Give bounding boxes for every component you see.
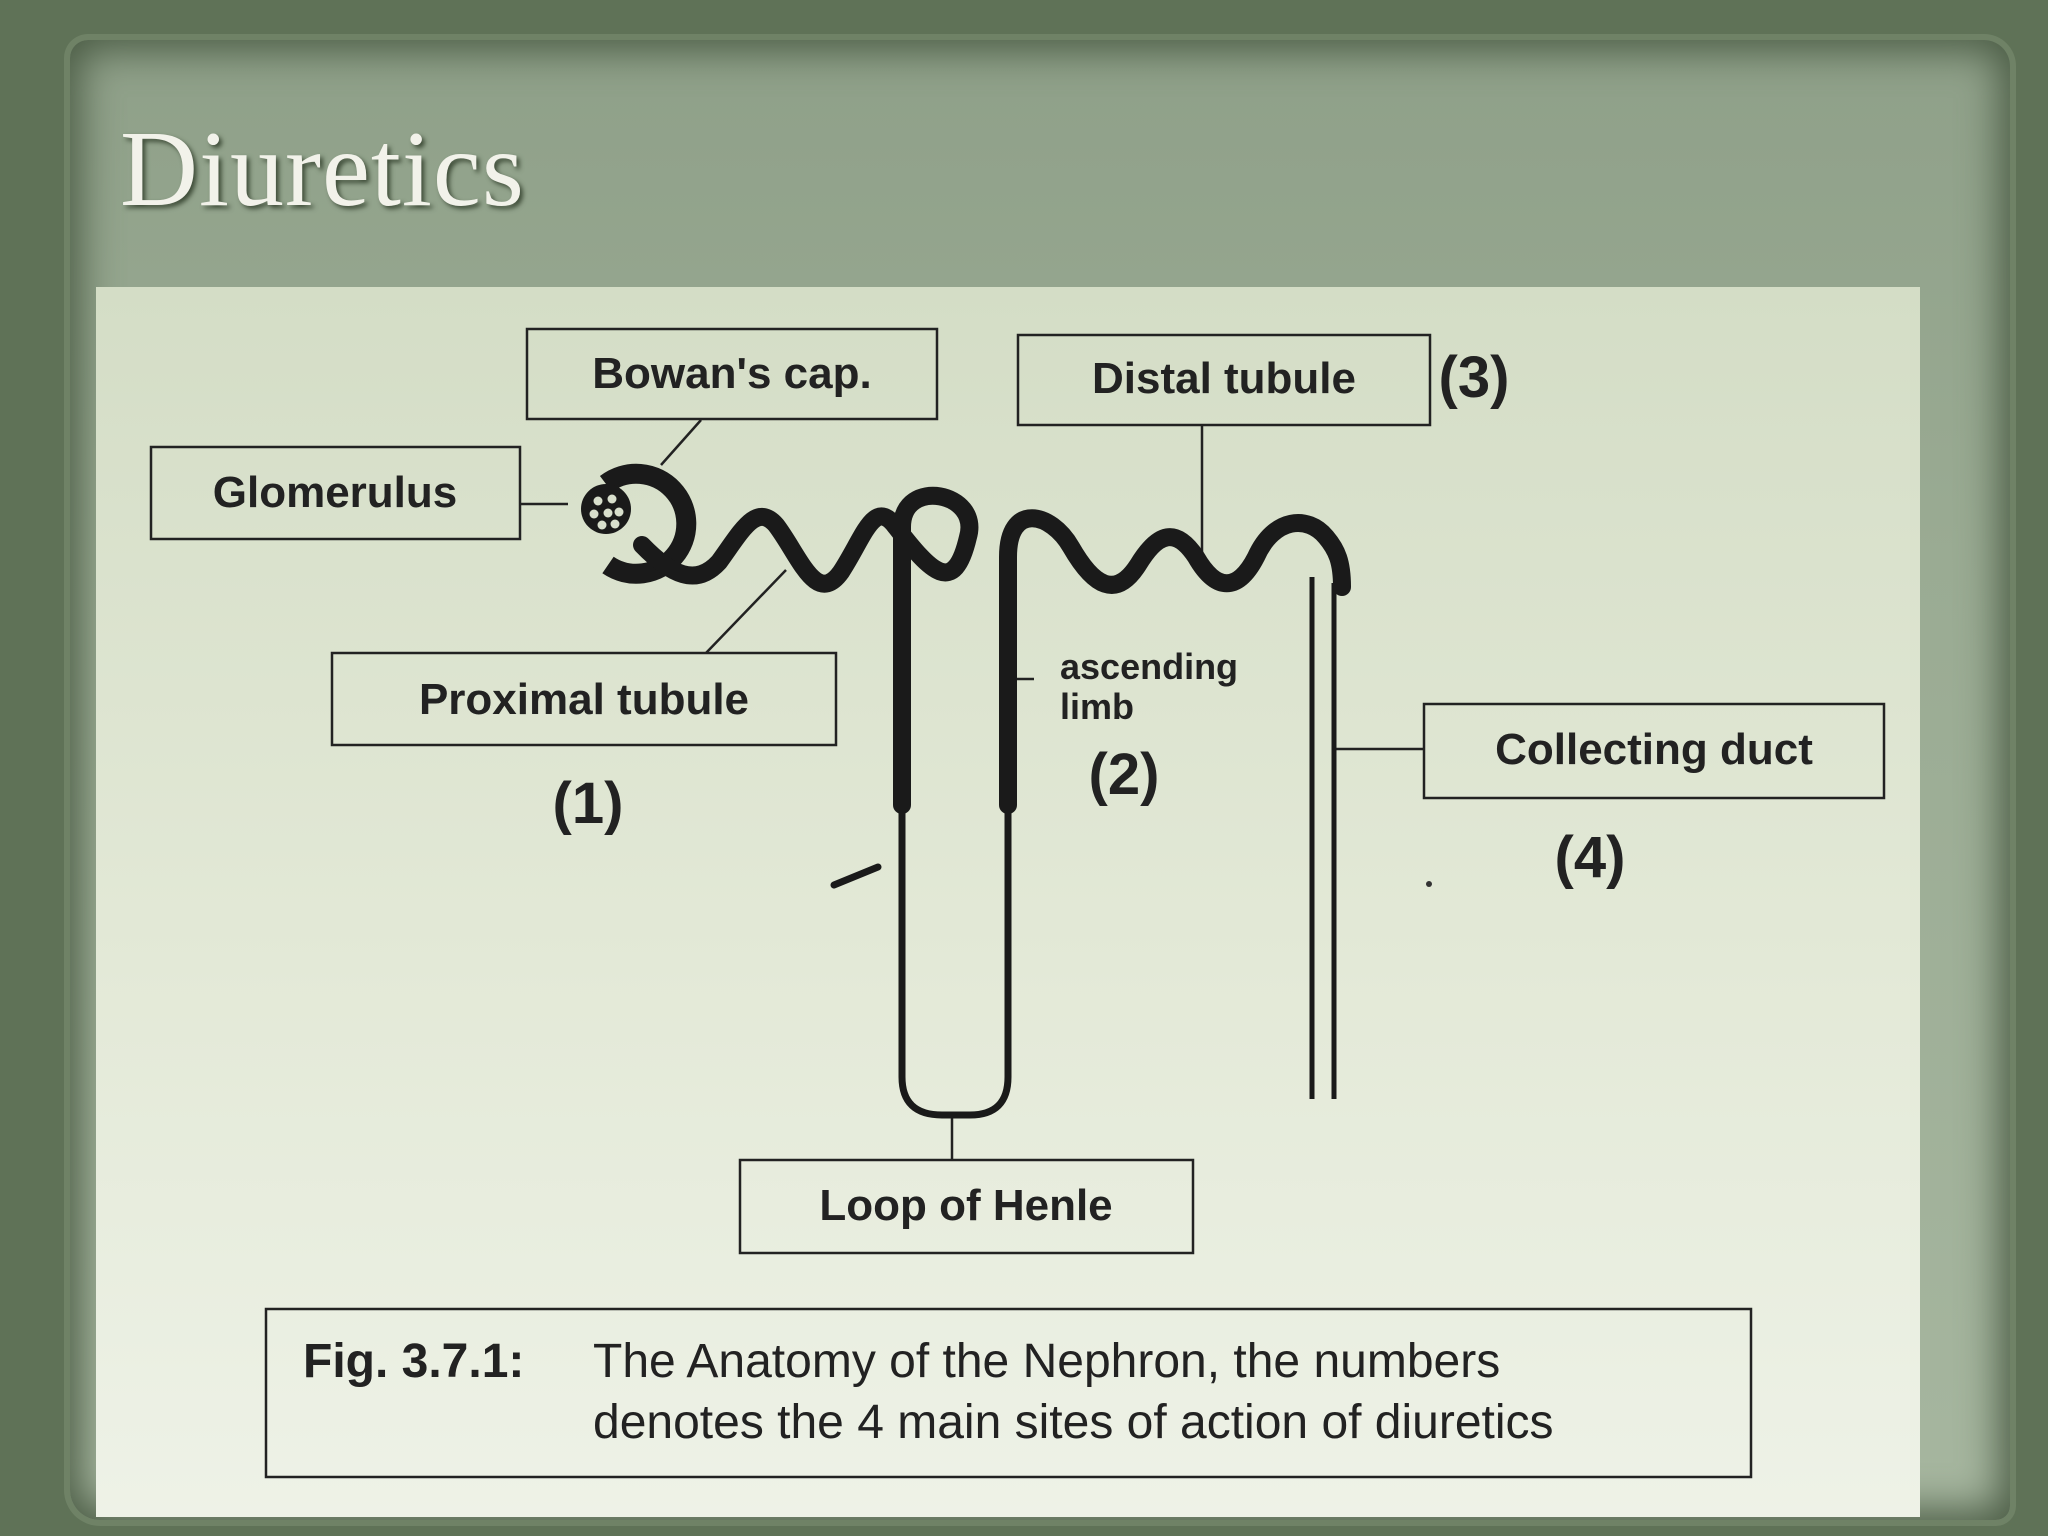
proximal-box (330, 651, 838, 747)
distal-box (1016, 333, 1432, 427)
bowmans-label: Bowan's cap. (592, 349, 871, 398)
ascending-label-line1: ascending (1060, 646, 1238, 687)
scan-mark (830, 863, 882, 889)
distal-label: Distal tubule (1092, 354, 1356, 403)
loop-of-henle (898, 805, 1012, 1119)
glomerulus-box (149, 445, 522, 541)
collecting-label: Collecting duct (1495, 725, 1813, 774)
caption-line-1: The Anatomy of the Nephron, the numbers (593, 1335, 1500, 1388)
ascending-label-line2: limb (1060, 686, 1134, 727)
caption-fig-number: Fig. 3.7.1: (303, 1335, 524, 1388)
loop-label: Loop of Henle (819, 1181, 1112, 1230)
caption-box (264, 1307, 1753, 1479)
site-4: (4) (1555, 825, 1626, 890)
loop-box (738, 1158, 1195, 1255)
bowmans-box (525, 327, 939, 421)
scan-dot (1426, 881, 1432, 887)
site-3: (3) (1439, 345, 1510, 410)
distal-tubule (999, 509, 1351, 814)
glomerulus-label: Glomerulus (213, 468, 458, 517)
leader-proximal (705, 569, 787, 654)
site-1: (1) (553, 771, 624, 836)
proximal-tubule (633, 486, 979, 814)
site-2: (2) (1089, 742, 1160, 807)
collecting-box (1422, 702, 1886, 800)
caption-line-2: denotes the 4 main sites of action of di… (593, 1396, 1554, 1449)
proximal-label: Proximal tubule (419, 675, 749, 724)
slide-title: Diuretics (120, 110, 525, 229)
leader-bowmans (660, 419, 702, 466)
bowmans-capsule (599, 463, 697, 584)
nephron-diagram: Bowan's cap. Distal tubule Glomerulus Pr… (149, 327, 1886, 1479)
